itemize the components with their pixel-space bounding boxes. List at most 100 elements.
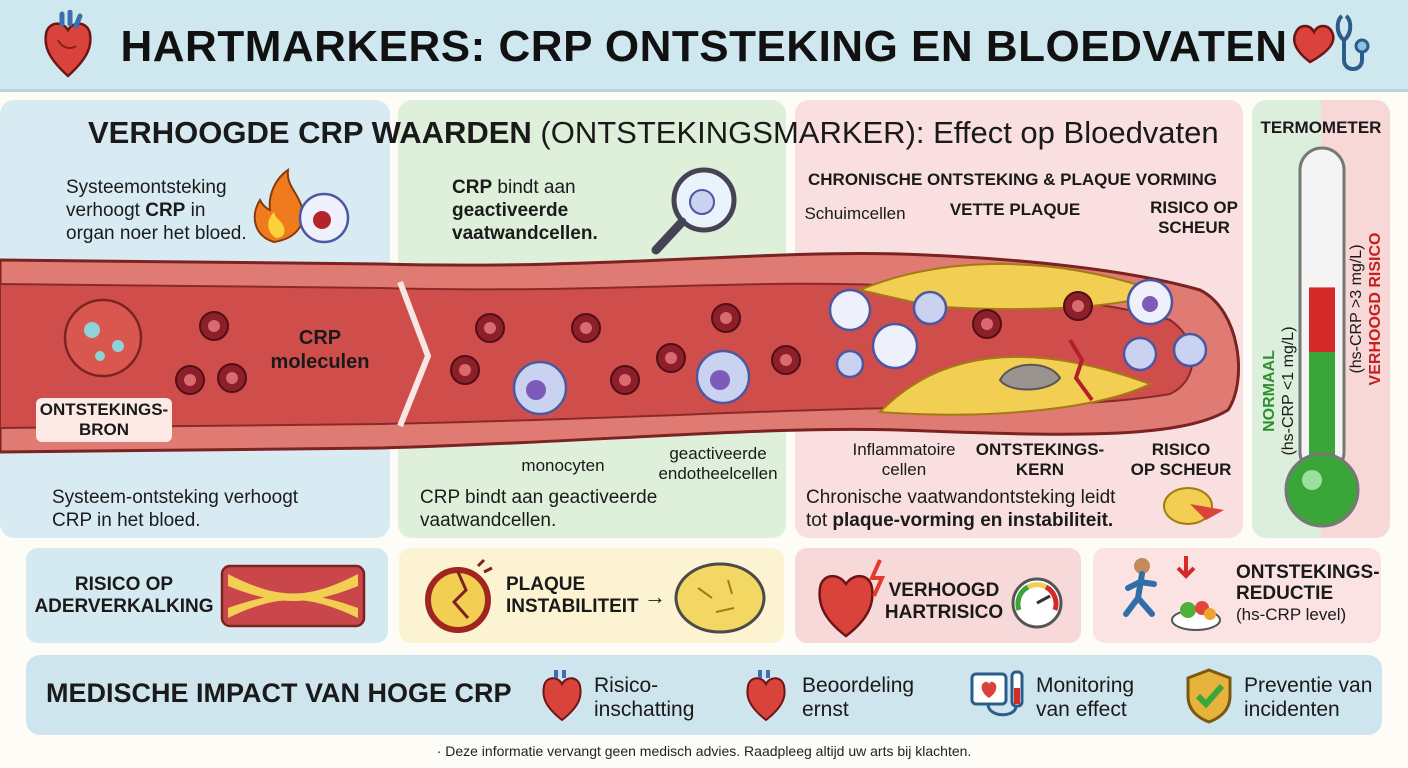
medical-impact-bar [26, 655, 1382, 735]
card4-line3: (hs-CRP level) [1236, 605, 1347, 624]
impact-item1-line2: inschatting [594, 698, 695, 721]
page-title: HARTMARKERS: CRP ONTSTEKING EN BLOEDVATE… [120, 22, 1288, 71]
endothelial-label: geactiveerde endotheelcellen [650, 444, 786, 484]
green-top-text: CRP bindt aan geactiveerde vaatwandcelle… [452, 176, 598, 245]
blue-top-line1: Systeemontsteking [66, 177, 227, 198]
arrow-right-icon: → [644, 584, 666, 609]
blue-top-line2-bold: CRP [145, 200, 186, 221]
card4-line1: ONTSTEKINGS- [1236, 562, 1380, 583]
heart-icon [542, 670, 582, 722]
normal-range: (hs-CRP <1 mg/L) [1280, 326, 1297, 456]
card3-line2: HARTRISICO [884, 602, 1004, 623]
card2-line1: PLAQUE [506, 574, 586, 595]
impact-item3-line2: van effect [1036, 698, 1127, 721]
risk-gauge-icon [1011, 577, 1063, 629]
green-top-line3: vaatwandcellen. [452, 223, 598, 244]
green-top-line1-bold: CRP [452, 177, 493, 198]
pink-bottom-line2-bold: plaque-vorming en instabiliteit. [832, 510, 1114, 531]
monitoring-icon [970, 670, 1024, 717]
rupture-risk-bottom-label: RISICO OP SCHEUR [1126, 440, 1236, 480]
exercise-diet-icon [1123, 556, 1221, 631]
blue-top-line2-pre: verhoogt [66, 200, 146, 221]
inflam-line2: cellen [881, 460, 927, 479]
blue-bottom-line1: Systeem-ontsteking verhoogt [52, 487, 299, 508]
blue-bottom-text: Systeem-ontsteking verhoogt CRP in het b… [52, 486, 298, 532]
core-line2: KERN [1015, 460, 1065, 479]
green-bottom-line2: vaatwandcellen. [420, 510, 557, 531]
high-label: VERHOOGD RISICO [1367, 232, 1384, 386]
normal-range-label: NORMAAL (hs-CRP <1 mg/L) [1256, 300, 1302, 490]
impact-item2-line2: ernst [802, 698, 849, 721]
title-banner: HARTMARKERS: CRP ONTSTEKING EN BLOEDVATE… [0, 0, 1408, 92]
high-risk-label: (hs-CRP >3 mg/L) VERHOOGD RISICO [1344, 160, 1390, 460]
disclaimer-footer: · Deze informatie vervangt geen medisch … [436, 743, 972, 759]
endo-label-line1: geactiveerde [669, 444, 767, 463]
normal-label: NORMAAL [1261, 350, 1278, 432]
blue-top-text: Systeemontsteking verhoogt CRP in organ … [66, 176, 247, 245]
green-bottom-line1: CRP bindt aan geactiveerde [420, 487, 658, 508]
fatty-plaque-label: VETTE PLAQUE [949, 200, 1081, 219]
green-top-line1-post: bindt aan [492, 177, 576, 198]
crp-molecules-label: CRP moleculen [270, 326, 370, 374]
impact-item2-line1: Beoordeling [802, 674, 915, 697]
unstable-plaque-icon [674, 562, 766, 634]
impact-item-risk-assessment: Risico- inschatting [594, 674, 694, 722]
ruptured-plaque-icon [1163, 487, 1224, 525]
narrowed-artery-icon [220, 564, 366, 628]
pink-bottom-line2-pre: tot [806, 510, 833, 531]
impact-item1-line1: Risico- [594, 674, 659, 697]
card4-text: ONTSTEKINGS- REDUCTIE (hs-CRP level) [1236, 562, 1380, 625]
card1-text: RISICO OP ADERVERKALKING [34, 574, 214, 618]
fire-cell-icon [253, 167, 350, 244]
thermometer-title: TERMOMETER [1260, 118, 1382, 137]
blue-top-line2: verhoogt CRP in [66, 199, 247, 222]
inflammatory-cells-label: Inflammatoire cellen [836, 440, 972, 480]
main-heading-rest: (ONTSTEKINGSMARKER): Effect op Bloedvate… [531, 115, 1219, 150]
card2-text: PLAQUE INSTABILITEIT [506, 574, 639, 618]
inflammation-source-label: ONTSTEKINGS- BRON [36, 398, 172, 442]
card3-line1: VERHOOGD [888, 580, 1000, 601]
impact-item-monitoring: Monitoring van effect [1036, 674, 1134, 722]
impact-item-prevention: Preventie van incidenten [1244, 674, 1372, 722]
source-label-line1: ONTSTEKINGS- [39, 400, 169, 419]
shield-check-icon [1186, 668, 1232, 724]
heart-icon [44, 10, 92, 78]
main-heading: VERHOOGDE CRP WAARDEN (ONTSTEKINGSMARKER… [88, 114, 1219, 152]
card4-line2: REDUCTIE [1236, 583, 1334, 604]
rupture-risk-top-label: RISICO OP SCHEUR [1146, 198, 1242, 238]
impact-item4-line2: incidenten [1244, 698, 1340, 721]
rupture1-line1: RISICO OP [1150, 198, 1238, 217]
source-label-line2: BRON [78, 420, 130, 439]
pink-bottom-text: Chronische vaatwandontsteking leidt tot … [806, 486, 1115, 532]
card1-line1: RISICO OP [74, 574, 174, 595]
crp-label-line2: moleculen [270, 351, 370, 373]
rupture2-line1: RISICO [1151, 440, 1211, 459]
green-top-line1: CRP bindt aan [452, 176, 598, 199]
blue-top-line2-post: in [185, 200, 206, 221]
heart-icon [746, 670, 786, 722]
broken-plaque-icon [425, 558, 493, 633]
pink-bottom-line2: tot plaque-vorming en instabiliteit. [806, 509, 1115, 532]
rupture2-line2: OP SCHEUR [1130, 460, 1232, 479]
green-top-line2: geactiveerde [452, 200, 569, 221]
core-line1: ONTSTEKINGS- [975, 440, 1105, 459]
stethoscope-heart-icon [1293, 14, 1370, 71]
monocytes-label: monocyten [521, 456, 605, 475]
blue-top-line3: organ noer het bloed. [66, 223, 247, 244]
artery-illustration [0, 251, 1240, 454]
green-bottom-text: CRP bindt aan geactiveerde vaatwandcelle… [420, 486, 657, 532]
crp-label-line1: CRP [298, 327, 342, 349]
high-range: (hs-CRP >3 mg/L) [1348, 244, 1365, 374]
foam-cells-label: Schuimcellen [804, 204, 906, 223]
magnifier-icon [651, 167, 737, 255]
main-heading-bold: VERHOOGDE CRP WAARDEN [88, 115, 532, 150]
impact-item4-line1: Preventie van [1244, 674, 1373, 697]
impact-item3-line1: Monitoring [1036, 674, 1135, 697]
blue-bottom-line2: CRP in het bloed. [52, 510, 201, 531]
inflammation-core-label: ONTSTEKINGS- KERN [972, 440, 1108, 480]
impact-item-severity-assessment: Beoordeling ernst [802, 674, 914, 722]
thermometer-gauge [1284, 146, 1360, 528]
impact-title: MEDISCHE IMPACT VAN HOGE CRP [46, 678, 512, 708]
pink-heading: CHRONISCHE ONTSTEKING & PLAQUE VORMING [808, 170, 1217, 189]
card2-line2: INSTABILITEIT [506, 596, 639, 617]
